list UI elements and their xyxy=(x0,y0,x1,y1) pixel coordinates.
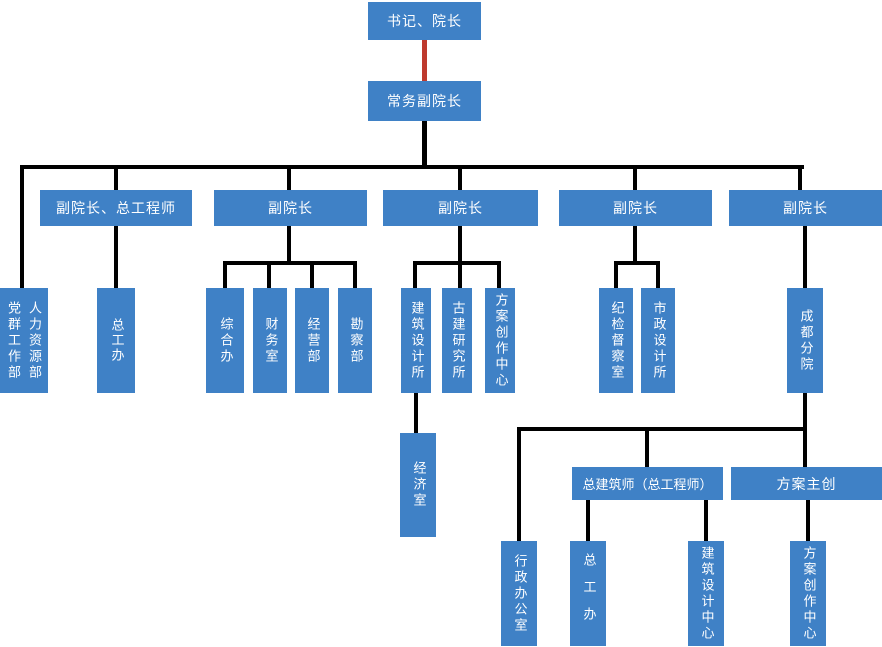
org-node-chengdu-branch-label: 成都分院 xyxy=(798,308,814,373)
org-node-party-hr-group-label: 党群工作部 人力资源部 xyxy=(3,301,45,381)
org-node-discipline-inspection-office-label: 纪检督察室 xyxy=(609,300,625,381)
org-node-admin-office-label: 行政办公室 xyxy=(512,553,528,634)
org-node-president: 书记、院长 xyxy=(368,2,481,40)
connector-vp2-hbar xyxy=(223,261,357,265)
connector-drop-operations xyxy=(310,261,314,288)
connector-drop-generaloffice xyxy=(223,261,227,288)
org-node-survey-dept: 勘察部 xyxy=(338,288,372,393)
org-node-scheme-lead-label: 方案主创 xyxy=(776,475,837,492)
org-node-vp3: 副院长 xyxy=(383,190,538,226)
org-node-scheme-creation-center-2: 方案创作中心 xyxy=(790,541,826,646)
connector-president-managingvp xyxy=(422,40,427,82)
org-node-managing-vp-label: 常务副院长 xyxy=(387,93,462,109)
org-node-party-hr-group: 党群工作部 人力资源部 xyxy=(0,288,48,393)
org-node-chief-architect-label: 总建筑师（总工程师） xyxy=(582,477,713,492)
org-node-chief-architect: 总建筑师（总工程师） xyxy=(572,467,723,500)
org-node-scheme-creation-center-1-label: 方案创作中心 xyxy=(493,292,509,389)
connector-drop-chiefarchitect xyxy=(645,427,649,467)
org-node-managing-vp: 常务副院长 xyxy=(368,81,481,121)
connector-drop-municipal xyxy=(656,261,660,288)
org-node-vp2-label: 副院长 xyxy=(268,200,313,216)
org-node-operations-dept-label: 经营部 xyxy=(305,316,321,365)
org-node-finance-office-label: 财务室 xyxy=(263,316,279,365)
org-node-vp4: 副院长 xyxy=(559,190,712,226)
org-node-vp3-label: 副院长 xyxy=(438,200,483,216)
org-node-arch-design-center-label: 建筑设计中心 xyxy=(699,545,715,642)
org-node-chief-eng-office-label: 总工办 xyxy=(109,318,125,363)
org-node-general-office: 综合办 xyxy=(206,288,244,393)
org-node-vp-chief-engineer: 副院长、总工程师 xyxy=(40,190,192,226)
org-node-chief-eng-office-2-label: 总工办 xyxy=(581,553,597,634)
org-node-economics-office: 经济室 xyxy=(400,433,436,537)
connector-drop-schemelead xyxy=(803,427,807,467)
connector-vp3-stem xyxy=(458,226,462,288)
org-node-general-office-label: 综合办 xyxy=(218,316,234,365)
connector-chengdu-stem xyxy=(803,393,807,431)
connector-drop-archdesign xyxy=(413,261,417,288)
connector-drop-archdesigncenter xyxy=(704,500,708,541)
org-node-arch-design-institute-label: 建筑设计所 xyxy=(409,300,425,381)
org-node-scheme-lead: 方案主创 xyxy=(731,467,882,500)
connector-drop-discipline xyxy=(614,261,618,288)
connector-drop-adminoffice xyxy=(517,427,521,541)
connector-managingvp-riser xyxy=(422,121,427,167)
connector-drop-schemecenter2 xyxy=(806,500,810,541)
org-node-discipline-inspection-office: 纪检督察室 xyxy=(599,288,633,393)
org-node-vp5-label: 副院长 xyxy=(783,200,828,216)
connector-vp1-chiefengoffice xyxy=(114,226,118,288)
org-node-arch-design-institute: 建筑设计所 xyxy=(401,288,431,393)
org-node-president-label: 书记、院长 xyxy=(387,13,462,29)
connector-drop-finance xyxy=(267,261,271,288)
connector-vp2-stem xyxy=(287,226,291,263)
org-node-municipal-design-institute: 市政设计所 xyxy=(641,288,675,393)
connector-chengdu-hbar xyxy=(517,427,807,431)
org-node-operations-dept: 经营部 xyxy=(295,288,329,393)
connector-drop-vp3 xyxy=(458,165,462,191)
org-node-municipal-design-institute-label: 市政设计所 xyxy=(651,300,667,381)
connector-vp3-hbar xyxy=(413,261,501,265)
org-node-chengdu-branch: 成都分院 xyxy=(787,288,823,393)
connector-vp4-hbar xyxy=(614,261,660,265)
connector-drop-partyhr xyxy=(20,165,24,288)
connector-drop-vp2 xyxy=(287,165,291,191)
connector-drop-vp1 xyxy=(114,165,118,191)
org-node-scheme-creation-center-1: 方案创作中心 xyxy=(485,288,515,393)
org-node-party-group-label: 党群工作部 xyxy=(6,300,21,381)
connector-drop-vp4 xyxy=(633,165,637,191)
connector-drop-vp5 xyxy=(798,165,802,191)
org-node-arch-design-center: 建筑设计中心 xyxy=(688,541,724,646)
org-node-heritage-research-institute: 古建研究所 xyxy=(442,288,472,393)
org-node-chief-eng-office: 总工办 xyxy=(97,288,135,393)
org-node-economics-office-label: 经济室 xyxy=(411,461,427,509)
connector-vp5-chengdu xyxy=(803,226,807,288)
org-node-vp2: 副院长 xyxy=(214,190,367,226)
org-node-survey-dept-label: 勘察部 xyxy=(348,316,364,365)
org-node-vp-chief-engineer-label: 副院长、总工程师 xyxy=(56,200,176,216)
org-node-vp5: 副院长 xyxy=(729,190,882,226)
org-node-scheme-creation-center-2-label: 方案创作中心 xyxy=(801,545,817,642)
connector-drop-chiefengoffice2 xyxy=(586,500,590,541)
org-node-chief-eng-office-2: 总工办 xyxy=(570,541,606,646)
org-node-admin-office: 行政办公室 xyxy=(501,541,537,646)
connector-vp4-stem xyxy=(633,226,637,263)
org-node-finance-office: 财务室 xyxy=(253,288,287,393)
connector-main-hbar xyxy=(20,165,804,169)
connector-drop-schemecenter1 xyxy=(497,261,501,288)
connector-archdesign-economics xyxy=(414,392,418,434)
org-node-heritage-research-institute-label: 古建研究所 xyxy=(450,300,466,381)
org-node-vp4-label: 副院长 xyxy=(613,200,658,216)
org-node-hr-label: 人力资源部 xyxy=(27,300,42,381)
connector-drop-survey xyxy=(353,261,357,288)
